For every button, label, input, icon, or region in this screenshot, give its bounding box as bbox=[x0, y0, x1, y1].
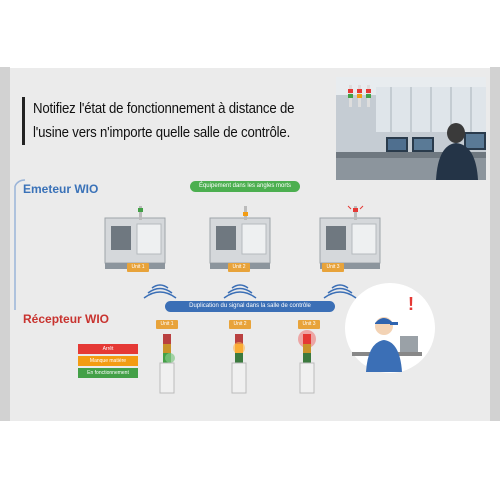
emitter-unit-3: Unit 3 bbox=[322, 263, 344, 272]
emitter-unit-1: Unit 1 bbox=[127, 263, 149, 272]
wifi-signal-icon bbox=[143, 284, 357, 299]
legend-running: En fonctionnement bbox=[78, 368, 138, 378]
signal-tower-1 bbox=[159, 334, 175, 394]
signal-tower-3 bbox=[298, 330, 316, 394]
emitter-diagram bbox=[14, 179, 381, 310]
headline: Notifiez l'état de fonctionnement à dist… bbox=[22, 97, 333, 145]
machine-3 bbox=[319, 205, 381, 269]
emitter-unit-2: Unit 2 bbox=[228, 263, 250, 272]
operator-illustration: ! bbox=[345, 283, 435, 373]
exclamation-icon: ! bbox=[408, 294, 414, 314]
legend-stop: Arrêt bbox=[78, 344, 138, 354]
machine-2 bbox=[209, 206, 271, 269]
machine-1 bbox=[104, 206, 166, 269]
receiver-unit-3: Unit 3 bbox=[298, 320, 320, 329]
receiver-unit-1: Unit 1 bbox=[156, 320, 178, 329]
signal-towers bbox=[159, 330, 316, 394]
signal-tower-2 bbox=[231, 334, 247, 394]
emitter-badge: Équipement dans les angles morts bbox=[190, 181, 300, 192]
receiver-title: Récepteur WIO bbox=[23, 312, 110, 326]
emitter-title: Emeteur WIO bbox=[23, 182, 99, 196]
left-band bbox=[0, 67, 10, 421]
legend-no-material: Manque matière bbox=[78, 356, 138, 366]
headline-line-1: Notifiez l'état de fonctionnement à dist… bbox=[33, 100, 295, 117]
headline-line-2: l'usine vers n'importe quelle salle de c… bbox=[33, 124, 291, 141]
control-room-photo bbox=[336, 77, 486, 180]
receiver-unit-2: Unit 2 bbox=[229, 320, 251, 329]
receiver-badge: Duplication du signal dans la salle de c… bbox=[165, 301, 335, 312]
right-band bbox=[490, 67, 500, 421]
